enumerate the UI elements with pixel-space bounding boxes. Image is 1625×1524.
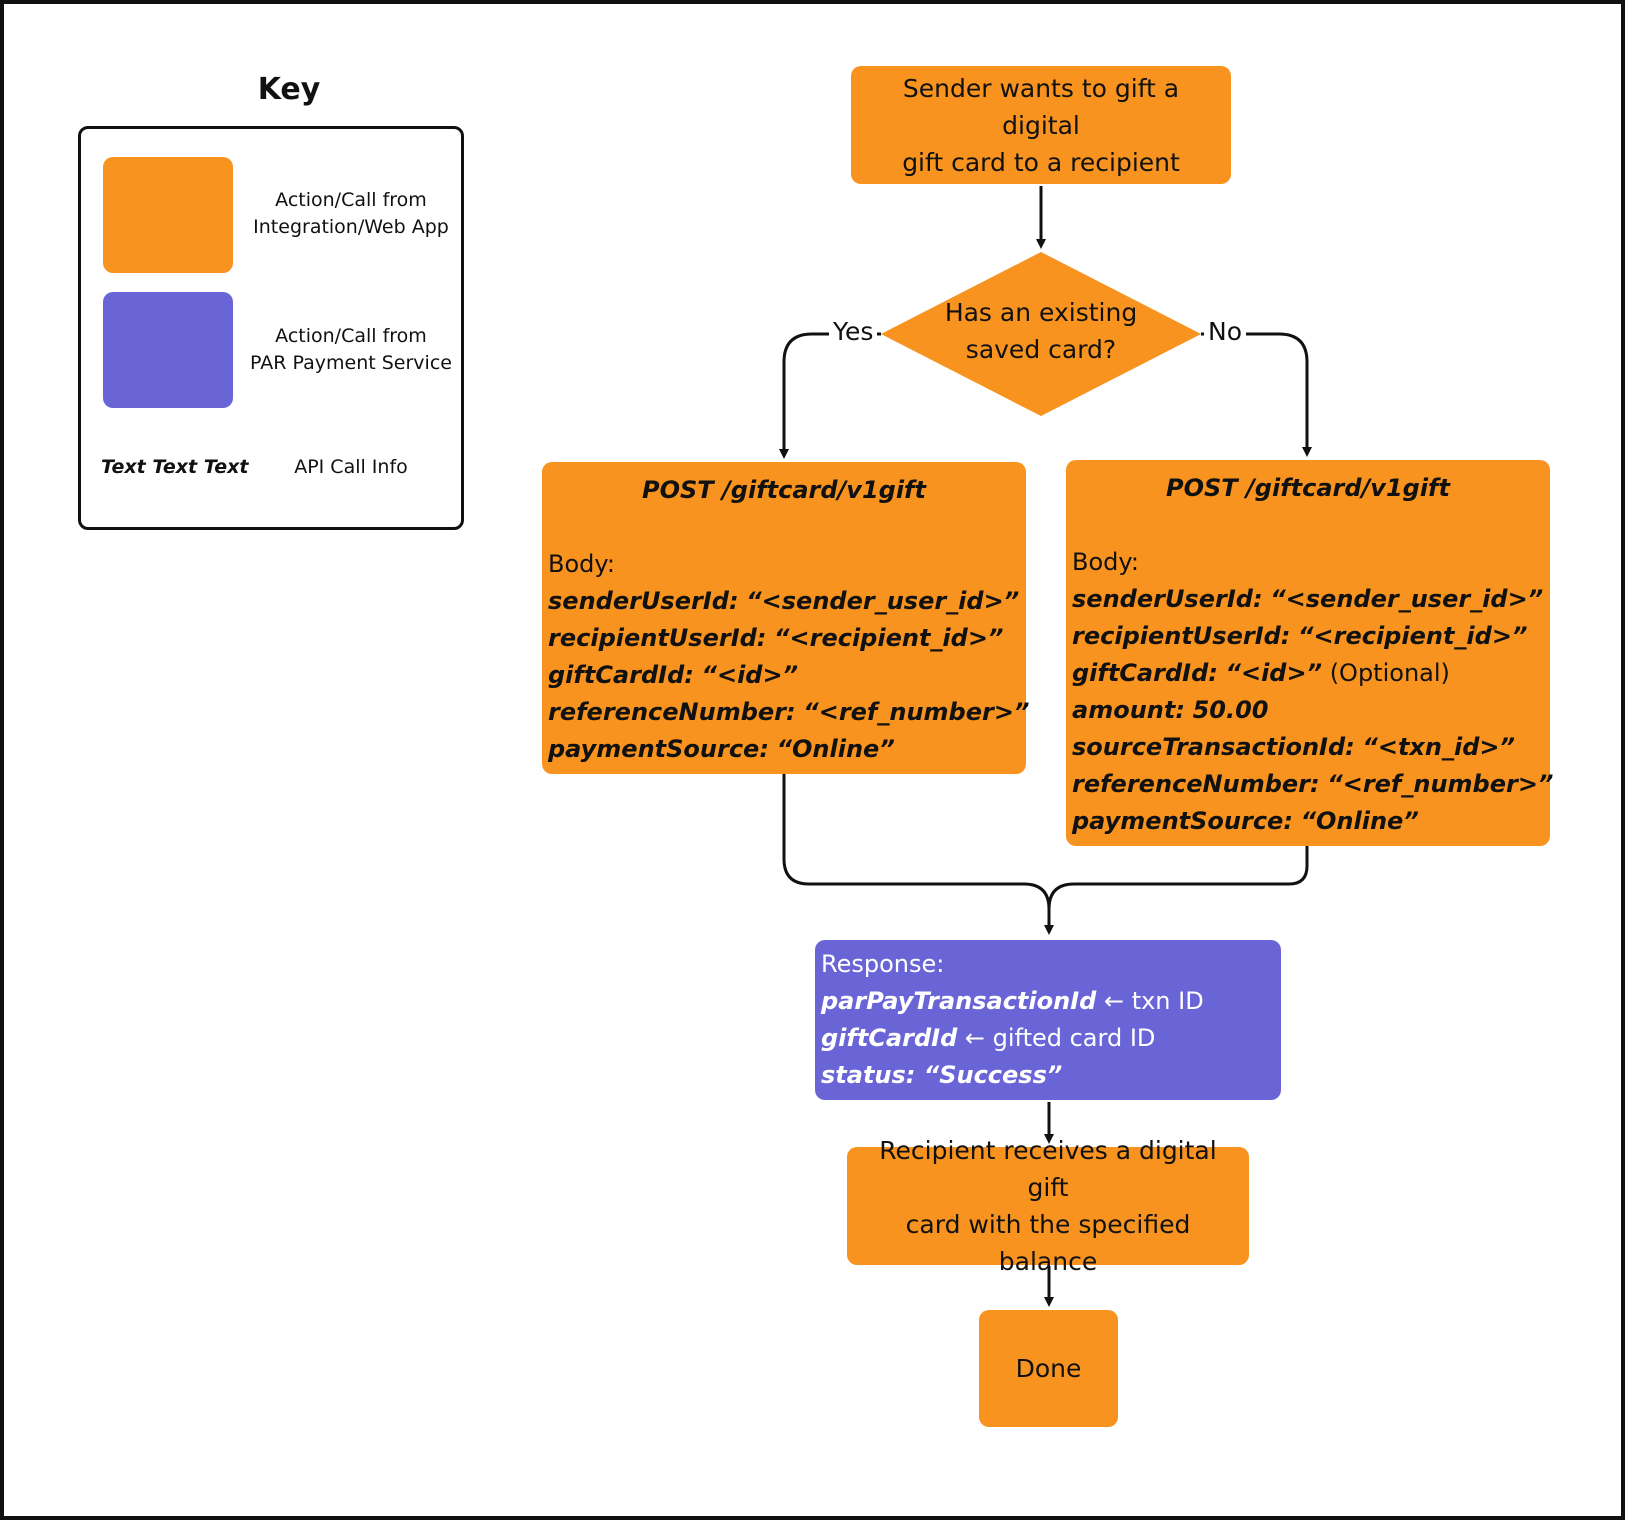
field-value: “<id>” xyxy=(1225,659,1323,687)
key-title: Key xyxy=(257,72,321,107)
field-value: “<recipient_id>” xyxy=(1298,622,1528,650)
field-value: “<recipient_id>” xyxy=(774,624,1004,652)
key-label-orange-line2: Integration/Web App xyxy=(253,216,449,238)
response-field: parPayTransactionId ← txn ID xyxy=(821,983,1275,1020)
post-no-header: POST /giftcard/v1gift xyxy=(1166,474,1450,502)
key-label-purple: Action/Call from PAR Payment Service xyxy=(241,323,461,377)
field-key: paymentSource: xyxy=(548,735,769,763)
field-key: senderUserId: xyxy=(548,587,739,615)
post-no-field: recipientUserId: “<recipient_id>” xyxy=(1072,618,1544,655)
field-value: “<id>” xyxy=(701,661,799,689)
key-legend: Action/Call from Integration/Web App Act… xyxy=(78,126,464,530)
post-no-field: senderUserId: “<sender_user_id>” xyxy=(1072,581,1544,618)
key-swatch-orange xyxy=(103,157,233,273)
response-field: status: “Success” xyxy=(821,1057,1275,1094)
edge-label-yes: Yes xyxy=(829,317,878,347)
post-no-body-label: Body: xyxy=(1072,548,1139,576)
response-node: Response: parPayTransactionId ← txn ID g… xyxy=(815,940,1281,1100)
post-yes-field: recipientUserId: “<recipient_id>” xyxy=(548,620,1020,657)
field-key: status: “Success” xyxy=(821,1061,1063,1089)
key-swatch-purple xyxy=(103,292,233,408)
decision-line1: Has an existing xyxy=(944,298,1138,327)
done-node: Done xyxy=(979,1310,1118,1427)
post-no-field: giftCardId: “<id>” (Optional) xyxy=(1072,655,1544,692)
key-sample-label: API Call Info xyxy=(294,456,408,478)
edge-label-no: No xyxy=(1204,317,1246,347)
decision-line2: saved card? xyxy=(965,335,1117,364)
start-node-line2: gift card to a recipient xyxy=(902,147,1180,177)
decision-node-text: Has an existing saved card? xyxy=(921,294,1161,368)
start-node-line1: Sender wants to gift a digital xyxy=(902,73,1180,140)
response-field: giftCardId ← gifted card ID xyxy=(821,1020,1275,1057)
field-key: senderUserId: xyxy=(1072,585,1263,613)
post-yes-field: referenceNumber: “<ref_number>” xyxy=(548,694,1029,731)
arrow-decision-no xyxy=(1201,332,1312,457)
field-key: referenceNumber: xyxy=(548,698,796,726)
key-label-orange: Action/Call from Integration/Web App xyxy=(241,187,461,241)
field-key: giftCardId xyxy=(821,1024,958,1052)
recipient-line2: card with the specified balance xyxy=(905,1210,1191,1276)
field-value: “Online” xyxy=(1300,807,1419,835)
post-no-field: amount: 50.00 xyxy=(1072,692,1544,729)
post-request-yes: POST /giftcard/v1gift Body: senderUserId… xyxy=(542,462,1029,774)
key-sample-text: Text Text Text xyxy=(101,456,249,478)
key-label-orange-line1: Action/Call from xyxy=(275,189,427,211)
post-no-field: sourceTransactionId: “<txn_id>” xyxy=(1072,729,1544,766)
field-key: giftCardId: xyxy=(548,661,694,689)
field-key: parPayTransactionId xyxy=(821,987,1097,1015)
post-yes-header: POST /giftcard/v1gift xyxy=(642,476,926,504)
field-key: giftCardId: xyxy=(1072,659,1218,687)
field-value: “<ref_number>” xyxy=(803,698,1030,726)
recipient-line1: Recipient receives a digital gift xyxy=(879,1136,1217,1202)
field-key: paymentSource: xyxy=(1072,807,1293,835)
field-value: “<sender_user_id>” xyxy=(746,587,1020,615)
post-yes-field: giftCardId: “<id>” xyxy=(548,657,1020,694)
post-no-field: paymentSource: “Online” xyxy=(1072,803,1544,840)
start-node: Sender wants to gift a digital gift card… xyxy=(851,66,1231,184)
field-note: (Optional) xyxy=(1329,659,1450,687)
field-value: “<sender_user_id>” xyxy=(1270,585,1544,613)
connector-no-merge xyxy=(1047,846,1309,910)
key-label-purple-line1: Action/Call from xyxy=(275,325,427,347)
response-label: Response: xyxy=(821,950,945,978)
field-value: “Online” xyxy=(776,735,895,763)
field-value: 50.00 xyxy=(1192,696,1269,724)
key-label-purple-line2: PAR Payment Service xyxy=(250,352,452,374)
post-no-field: referenceNumber: “<ref_number>” xyxy=(1072,766,1553,803)
field-key: referenceNumber: xyxy=(1072,770,1320,798)
field-note: ← txn ID xyxy=(1103,987,1204,1015)
post-request-no: POST /giftcard/v1gift Body: senderUserId… xyxy=(1066,460,1553,846)
recipient-node: Recipient receives a digital gift card w… xyxy=(847,1136,1249,1276)
arrow-decision-yes xyxy=(779,332,881,459)
post-yes-field: paymentSource: “Online” xyxy=(548,731,1020,768)
field-value: “<ref_number>” xyxy=(1327,770,1554,798)
post-yes-field: senderUserId: “<sender_user_id>” xyxy=(548,583,1020,620)
field-key: recipientUserId: xyxy=(1072,622,1291,650)
post-yes-body-label: Body: xyxy=(548,550,615,578)
field-note: ← gifted card ID xyxy=(964,1024,1156,1052)
field-key: sourceTransactionId: xyxy=(1072,733,1355,761)
field-key: amount: xyxy=(1072,696,1185,724)
field-value: “<txn_id>” xyxy=(1362,733,1515,761)
connector-yes-merge xyxy=(782,774,1051,910)
field-key: recipientUserId: xyxy=(548,624,767,652)
